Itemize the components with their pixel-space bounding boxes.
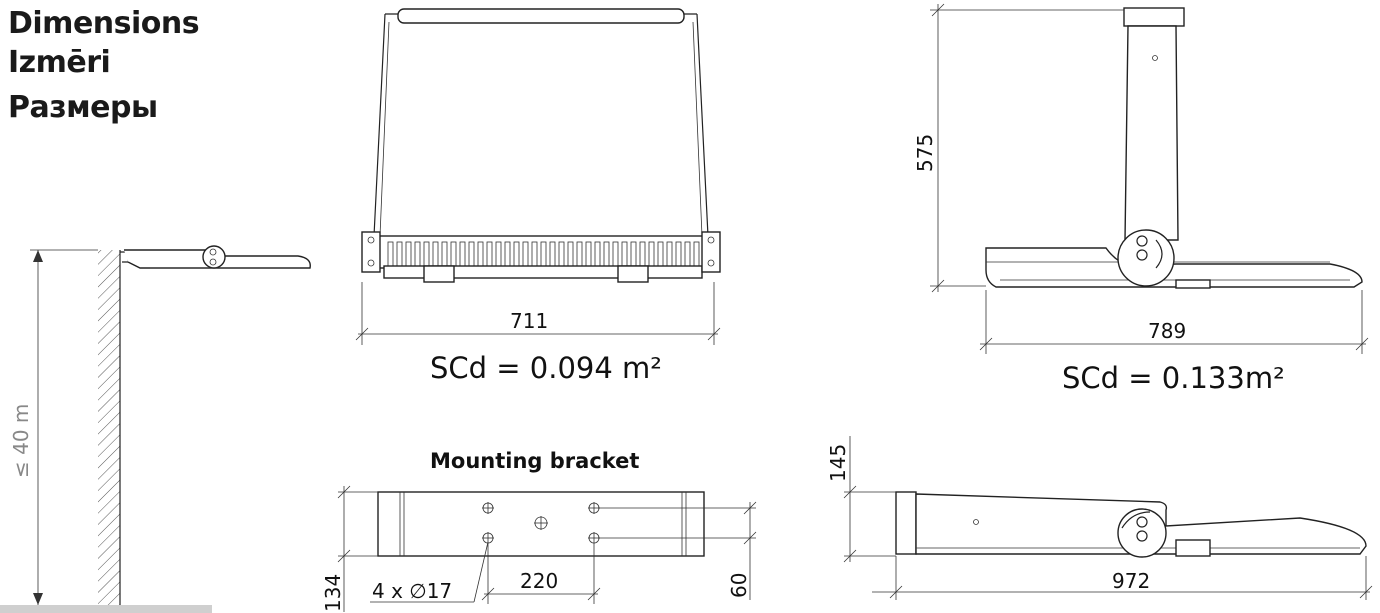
front-width-label: 711 bbox=[510, 309, 548, 333]
bracket-title: Mounting bracket bbox=[430, 449, 639, 473]
side-top-cap bbox=[1123, 7, 1185, 27]
title-razmery: Размеры bbox=[8, 90, 158, 125]
side-height-label: 575 bbox=[913, 134, 937, 172]
front-top-handle bbox=[397, 8, 685, 24]
title-dimensions: Dimensions bbox=[8, 6, 200, 41]
bottom-length-label: 972 bbox=[1112, 569, 1150, 593]
front-scd-label: SCd = 0.094 m² bbox=[430, 351, 662, 385]
front-view: 711 SCd = 0.094 m² bbox=[355, 8, 721, 385]
bottom-view: 145 972 bbox=[826, 436, 1373, 600]
bracket-view: Mounting bracket 134 4 x ∅17 220 bbox=[321, 449, 757, 612]
title-izmeri: Izmēri bbox=[8, 45, 111, 80]
side-housing bbox=[985, 247, 1363, 288]
pole-height-label: ≤ 40 m bbox=[9, 404, 33, 478]
bracket-height-label: 134 bbox=[321, 574, 345, 612]
bottom-height-label: 145 bbox=[826, 444, 850, 482]
ground bbox=[0, 605, 212, 613]
bracket-holes-label: 4 x ∅17 bbox=[372, 579, 452, 603]
pole-view: ≤ 40 m bbox=[0, 245, 311, 613]
bracket-spacing-label: 220 bbox=[520, 569, 558, 593]
bottom-end-cap bbox=[895, 491, 917, 555]
bottom-pivot bbox=[1117, 508, 1167, 558]
side-length-label: 789 bbox=[1148, 319, 1186, 343]
side-scd-label: SCd = 0.133m² bbox=[1062, 361, 1285, 395]
bracket-pitch-label: 60 bbox=[727, 573, 751, 598]
pole-hatch bbox=[98, 250, 120, 605]
side-view: 575 789 SCd = 0.133m² bbox=[913, 3, 1369, 395]
cooling-fins bbox=[387, 241, 700, 267]
